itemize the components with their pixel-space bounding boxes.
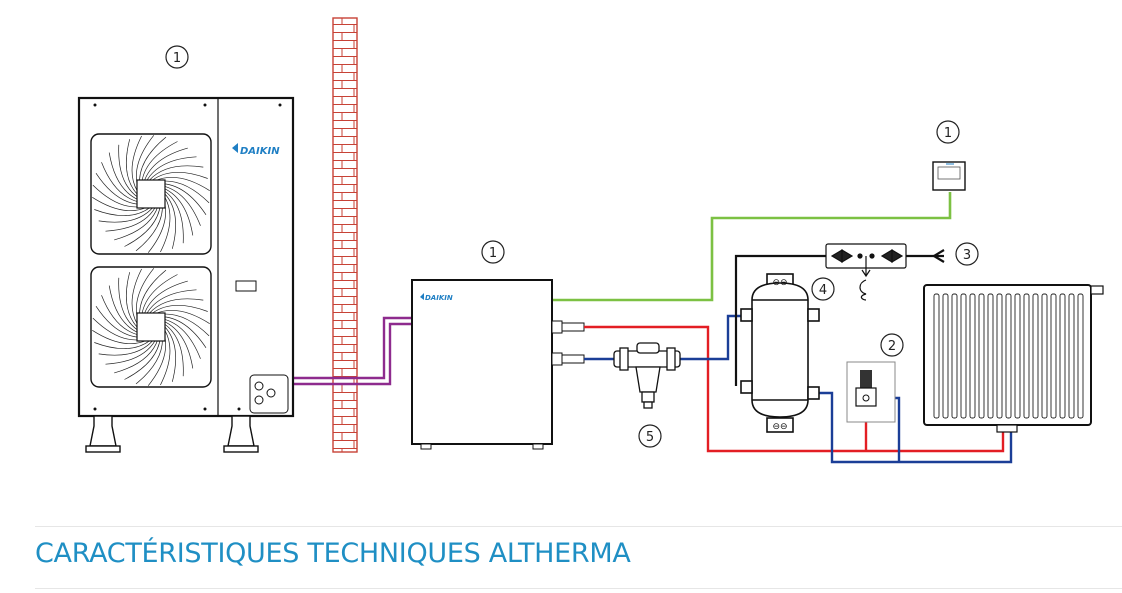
svg-text:⊖⊖: ⊖⊖ [772,422,787,432]
svg-text:DAIKIN: DAIKIN [240,146,280,157]
outdoor-brand-logo: DAIKIN [232,143,280,157]
section-title: CARACTÉRISTIQUES TECHNIQUES ALTHERMA [35,538,631,569]
svg-text:DAIKIN: DAIKIN [425,294,453,302]
indoor-brand-logo: DAIKIN [420,293,453,302]
svg-text:1: 1 [173,51,181,66]
heat-pump-installation-diagram: DAIKIN DAIKIN [77,17,1104,464]
magnetic-filter [613,342,681,409]
svg-text:1: 1 [944,126,952,141]
callout-user-interface: 1 [936,120,960,144]
svg-text:4: 4 [819,283,827,298]
svg-text:5: 5 [646,430,654,445]
radiator-fins [933,293,1084,419]
refrigerant-pipes [292,316,414,386]
svg-text:3: 3 [963,248,971,263]
user-interface-controller [932,161,966,191]
outdoor-unit: DAIKIN [77,96,295,418]
expansion-kit [825,243,907,301]
communication-cable [552,192,952,302]
fan-lower [90,266,212,388]
callout-outdoor-unit: 1 [165,45,189,69]
divider-bottom [35,588,1122,589]
divider-top [35,526,1122,527]
fan-upper [90,133,212,255]
callout-buffer-tank: 4 [811,277,835,301]
callout-expansion-kit: 3 [955,242,979,266]
svg-text:2: 2 [888,339,896,354]
svg-text:1: 1 [489,246,497,261]
indoor-unit: DAIKIN [411,279,585,450]
outdoor-unit-feet [85,415,259,453]
svg-text:⊖⊖: ⊖⊖ [772,278,787,288]
brick-wall [332,17,358,453]
callout-magnetic-filter: 5 [638,424,662,448]
expansion-line [734,249,945,386]
pressure-valve [846,361,896,423]
buffer-tank: ⊖⊖ ⊖⊖ [740,273,820,433]
callout-pressure-valve: 2 [880,333,904,357]
callout-indoor-unit: 1 [481,240,505,264]
radiator [923,284,1104,433]
return-pipe [584,314,1013,464]
